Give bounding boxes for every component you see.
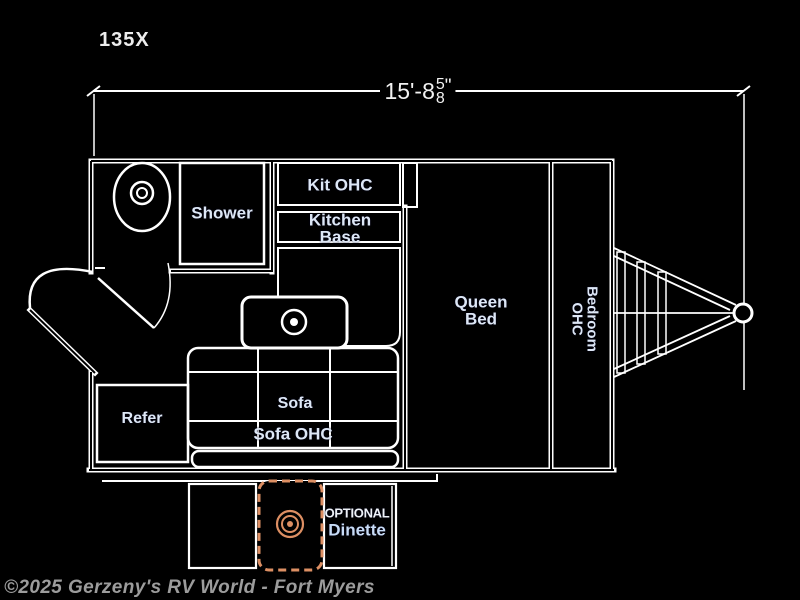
toilet-icon <box>112 161 172 233</box>
sofa-label: Sofa <box>277 394 313 412</box>
overall-length-dimension: 15'-8 5 8 " <box>380 76 456 107</box>
kitchen-base-label: Kitchen Base <box>308 210 372 247</box>
bedroom-ohc-label: Bedroom OHC <box>568 286 601 352</box>
sofa-ohc-strip <box>190 449 400 469</box>
shower-label: Shower <box>191 203 253 223</box>
refer-label: Refer <box>121 409 163 427</box>
bathroom-door <box>97 262 171 329</box>
sink-counter <box>240 295 349 350</box>
dimension-inches-mark: " <box>444 76 452 97</box>
kitchen-base-box <box>277 211 401 243</box>
dinette-table-pedestal-icon <box>275 509 305 539</box>
hitch-coupler-icon <box>732 302 754 324</box>
copyright-text: ©2025 Gerzeny's RV World - Fort Myers <box>4 577 375 598</box>
dinette-bench-right <box>322 482 398 570</box>
kitchen-cabinet-box <box>402 162 418 208</box>
queen-bed-label: Queen Bed <box>454 292 508 329</box>
dinette-bench-left <box>187 482 258 570</box>
kitchen-ohc-label: Kit OHC <box>307 175 373 195</box>
model-title: 135X <box>99 28 150 51</box>
dimension-fraction: 5 8 <box>435 76 445 107</box>
dinette-label: Dinette <box>328 520 386 540</box>
dinette-optional-label: OPTIONAL <box>324 505 390 521</box>
shower-box <box>178 161 266 266</box>
dimension-main: 15'-8 <box>384 78 435 104</box>
dimension-line <box>86 85 751 390</box>
hitch-frame <box>613 247 754 378</box>
kitchen-ohc-box <box>277 162 401 206</box>
body-outline <box>26 158 617 482</box>
entry-door-arc <box>28 267 94 309</box>
sofa-ohc-label: Sofa OHC <box>253 424 333 444</box>
dinette-table <box>257 479 324 572</box>
refer-box <box>95 383 190 464</box>
sink-drain-icon <box>280 308 308 336</box>
kitchen-counter <box>277 247 401 347</box>
